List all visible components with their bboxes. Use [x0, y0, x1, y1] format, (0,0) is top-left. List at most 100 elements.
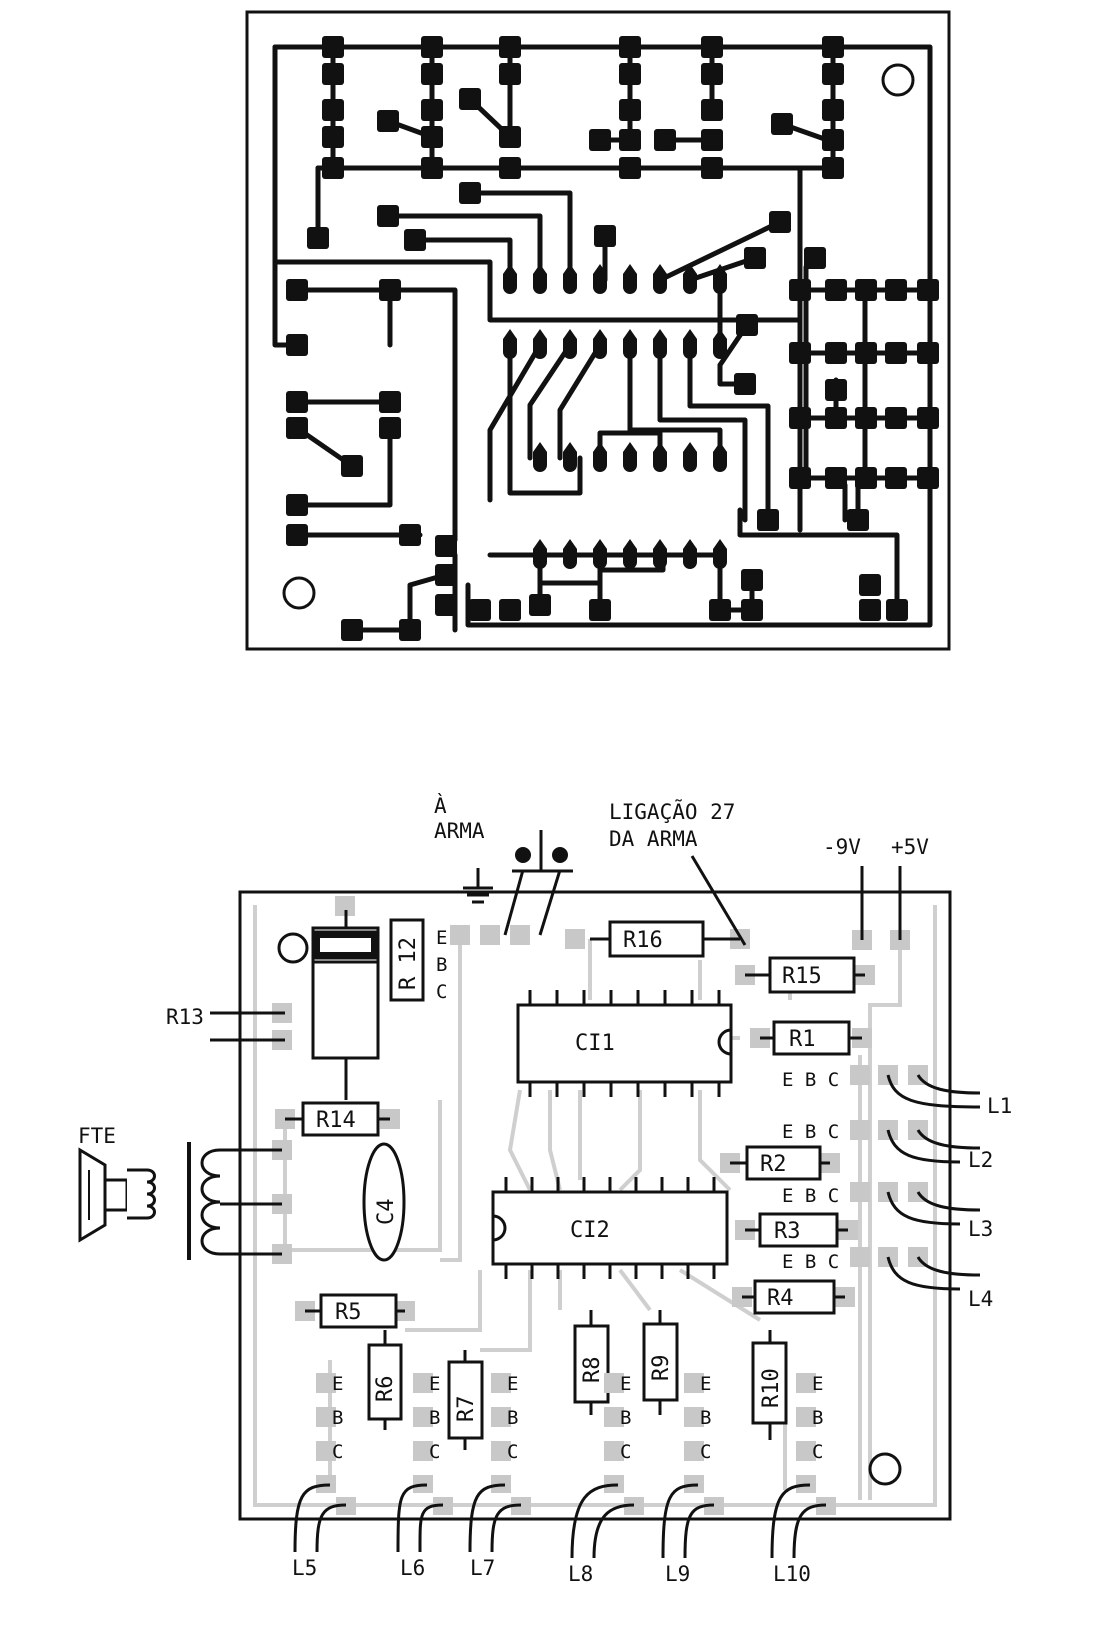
- square-pad: [825, 342, 847, 364]
- r12-pin-b: B: [436, 954, 447, 976]
- transistor-pin-c: C: [507, 1441, 518, 1463]
- copper-track: [294, 425, 393, 508]
- transistor-pin-b: B: [507, 1407, 518, 1429]
- transistor-pin-c: C: [620, 1441, 631, 1463]
- copper-track: [657, 342, 748, 523]
- square-pad: [594, 225, 616, 247]
- copper-track: [557, 342, 603, 461]
- transistor-pin-b: B: [620, 1407, 631, 1429]
- square-pad: [741, 599, 763, 621]
- lamp-lead: [396, 1483, 428, 1553]
- square-pad: [619, 129, 641, 151]
- ic-pad: [683, 264, 697, 294]
- l1-label: L1: [987, 1094, 1012, 1118]
- square-pad: [701, 36, 723, 58]
- transistor-pad: [684, 1373, 704, 1393]
- r8-label: R8: [580, 1357, 605, 1384]
- ic-pad: [713, 539, 727, 569]
- ghost-track: [440, 935, 462, 1262]
- copper-track: [467, 190, 573, 283]
- speaker-icon: [78, 1147, 156, 1243]
- lamp-lead: [661, 1483, 699, 1559]
- resistor-r4: R4: [742, 1279, 845, 1315]
- transistor-pad: [316, 1407, 336, 1427]
- copper-pads: [286, 36, 939, 641]
- square-pad: [859, 599, 881, 621]
- lamp-leads-right: [886, 1074, 981, 1291]
- transistor-pad: [491, 1373, 511, 1393]
- transistor-pad: [684, 1407, 704, 1427]
- copper-track: [272, 165, 300, 348]
- transistor-pad: [413, 1373, 433, 1393]
- square-pad: [744, 247, 766, 269]
- ic-pad: [503, 264, 517, 294]
- square-pad: [421, 126, 443, 148]
- square-pad: [341, 619, 363, 641]
- square-pad: [825, 279, 847, 301]
- square-pad: [341, 455, 363, 477]
- square-pad: [701, 129, 723, 151]
- ic-pad: [593, 264, 607, 294]
- square-pad: [855, 407, 877, 429]
- gray-pad: [510, 925, 530, 945]
- capacitor-c4: C4: [362, 1142, 406, 1262]
- transistor-pad: [413, 1407, 433, 1427]
- ic-pad: [653, 264, 667, 294]
- resistor-r12: R 12: [389, 918, 425, 1002]
- transistor-pin-e: E: [620, 1373, 631, 1395]
- square-pad: [469, 599, 491, 621]
- capacitor-electrolytic: [311, 910, 380, 1100]
- gray-pad: [850, 1120, 870, 1140]
- square-pad: [654, 129, 676, 151]
- mounting-hole: [881, 63, 915, 97]
- ligacao-label-bottom: DA ARMA: [609, 827, 698, 851]
- transistor-pin-e: E: [507, 1373, 518, 1395]
- ci2-label: CI2: [570, 1218, 610, 1243]
- square-pad: [499, 126, 521, 148]
- copper-track: [527, 342, 573, 461]
- ligacao-pointer: [690, 855, 747, 946]
- square-pad: [286, 524, 308, 546]
- square-pad: [885, 407, 907, 429]
- copper-track: [385, 213, 543, 283]
- lamp-lead: [570, 1483, 619, 1559]
- ic-pad: [683, 329, 697, 359]
- transistor-pin-e: E: [812, 1373, 823, 1395]
- resistor-r5: R5: [305, 1293, 405, 1329]
- ghost-track: [548, 1090, 562, 1191]
- ic-pad: [623, 264, 637, 294]
- ic-pad: [623, 442, 637, 472]
- mounting-hole: [868, 1452, 902, 1486]
- transistor-pad: [491, 1441, 511, 1461]
- square-pad: [771, 113, 793, 135]
- square-pad: [619, 157, 641, 179]
- square-pad: [734, 373, 756, 395]
- ic-pad: [623, 329, 637, 359]
- transistor-pin-e: E: [700, 1373, 711, 1395]
- c4-label: C4: [374, 1199, 399, 1226]
- square-pad: [322, 157, 344, 179]
- transistor-pad: [796, 1407, 816, 1427]
- square-pad: [855, 279, 877, 301]
- square-pad: [741, 569, 763, 591]
- mounting-hole: [277, 932, 309, 964]
- pcb-copper-layout: [245, 10, 951, 651]
- transistor-pad: [796, 1373, 816, 1393]
- gray-pad: [335, 896, 355, 916]
- l6-label: L6: [400, 1556, 425, 1580]
- transistor-pin-e: E: [429, 1373, 440, 1395]
- transistor-pad: [413, 1441, 433, 1461]
- ic-pad: [593, 442, 607, 472]
- resistor-r9: R9: [642, 1310, 679, 1415]
- lamp-lead: [468, 1483, 506, 1553]
- r3-label: R3: [774, 1219, 801, 1244]
- r2-label: R2: [760, 1152, 787, 1177]
- r12-pin-c: C: [436, 981, 447, 1003]
- square-pad: [859, 574, 881, 596]
- copper-track: [294, 287, 393, 348]
- square-pad: [435, 564, 457, 586]
- ic-pad: [533, 539, 547, 569]
- square-pad: [404, 229, 426, 251]
- copper-track: [657, 219, 783, 283]
